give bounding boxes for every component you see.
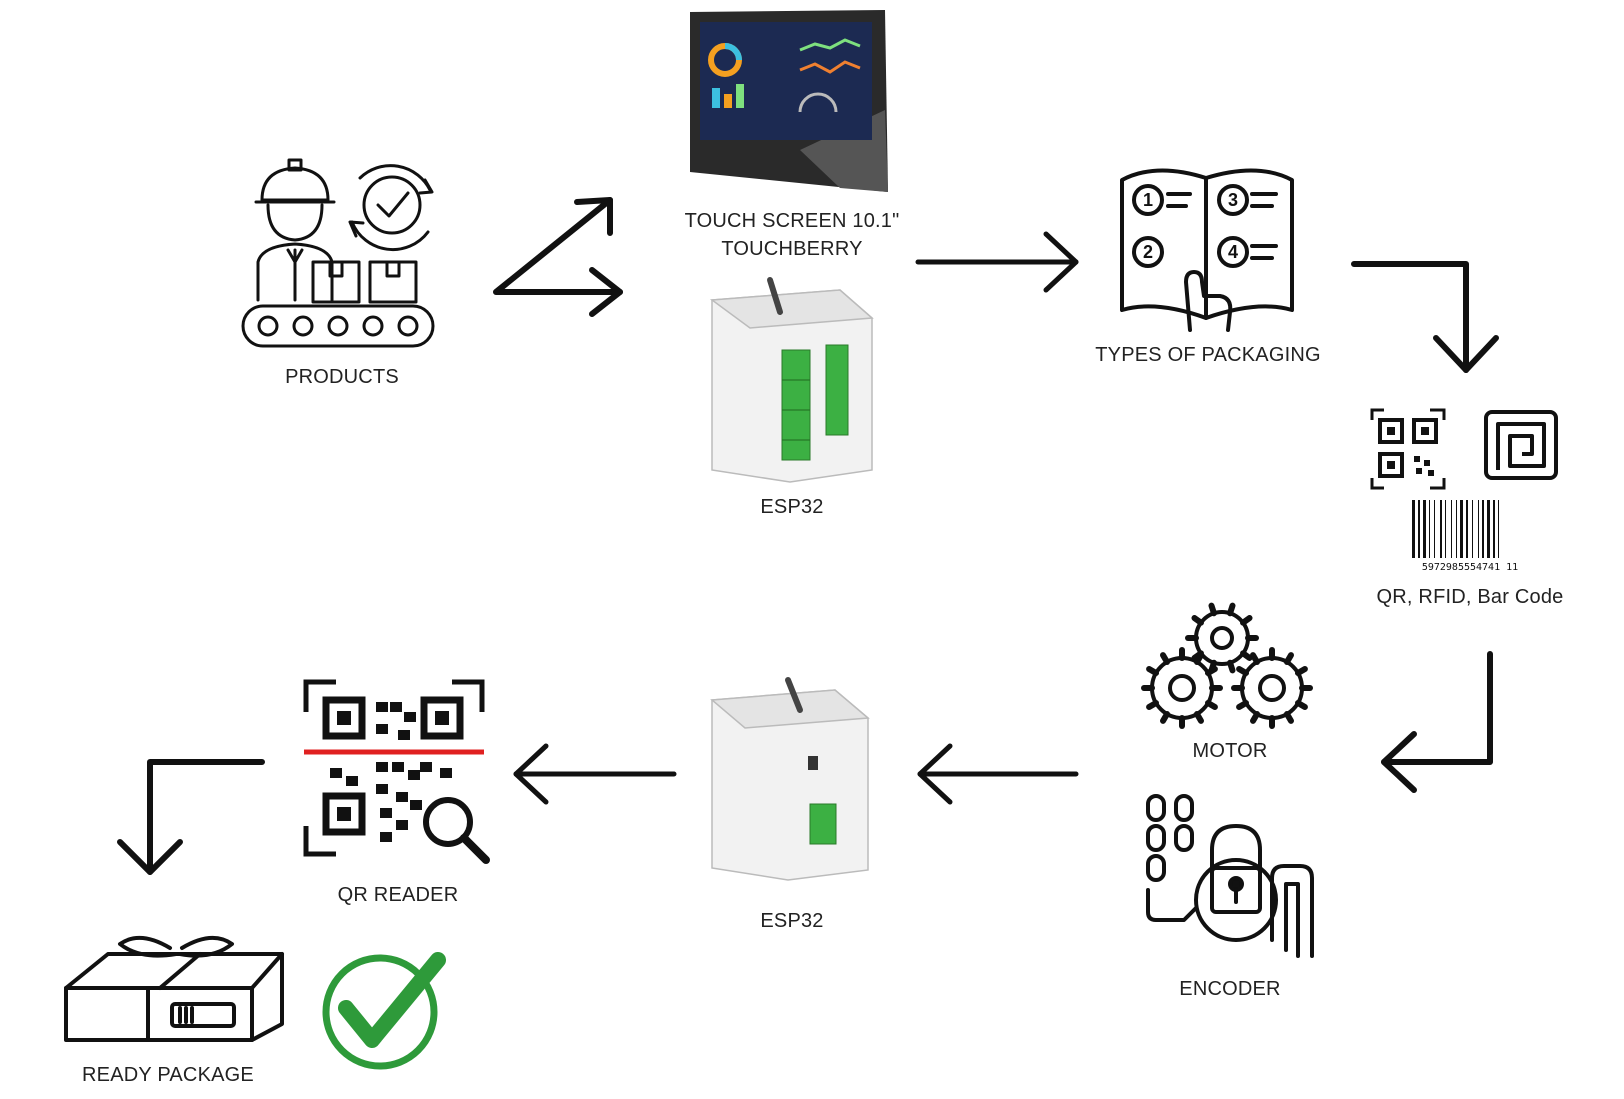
- svg-text:2: 2: [1143, 242, 1153, 262]
- arrow-to-esp32-bottom: [917, 743, 1079, 805]
- touch-screen-image: [690, 10, 888, 192]
- encoder-label: ENCODER: [1179, 978, 1281, 1000]
- types-of-packaging-label: TYPES OF PACKAGING: [1095, 344, 1321, 366]
- esp32-top-label: ESP32: [760, 496, 824, 518]
- rfid-chip-icon: [1484, 410, 1558, 480]
- products-icon: [241, 158, 435, 348]
- book-numbers: 1 2 3 4: [1143, 190, 1238, 262]
- barcode-icon: 5972985554741 11: [1412, 500, 1518, 573]
- touchberry-label: TOUCHBERRY: [721, 238, 863, 260]
- split-arrow: [493, 197, 623, 317]
- encoder-lock-icon: [1146, 794, 1314, 958]
- svg-text:1: 1: [1143, 190, 1153, 210]
- esp32-bottom-label: ESP32: [760, 910, 824, 932]
- package-icon: [64, 936, 284, 1042]
- qr-code-icon: [1370, 408, 1446, 490]
- esp32-top-image: [709, 277, 874, 483]
- motor-label: MOTOR: [1192, 740, 1268, 762]
- products-label: PRODUCTS: [285, 366, 399, 388]
- open-book-icon: [1120, 168, 1294, 332]
- svg-text:3: 3: [1228, 190, 1238, 210]
- arrow-to-qr-reader: [513, 743, 677, 805]
- check-icon: [322, 952, 446, 1070]
- svg-text:4: 4: [1228, 242, 1238, 262]
- arrow-to-package: [117, 759, 265, 875]
- qr-reader-icon: [303, 679, 490, 864]
- gears-icon: [1141, 602, 1313, 729]
- codes-label: QR, RFID, Bar Code: [1376, 586, 1564, 608]
- arrow-to-packaging: [915, 231, 1079, 293]
- touch-screen-label: TOUCH SCREEN 10.1": [684, 210, 900, 232]
- ready-package-label: READY PACKAGE: [82, 1064, 254, 1086]
- arrow-to-motor: [1381, 651, 1493, 793]
- barcode-number: 5972985554741 11: [1422, 562, 1518, 573]
- qr-reader-label: QR READER: [337, 884, 459, 906]
- esp32-bottom-image: [710, 677, 870, 881]
- arrow-to-codes: [1351, 261, 1499, 373]
